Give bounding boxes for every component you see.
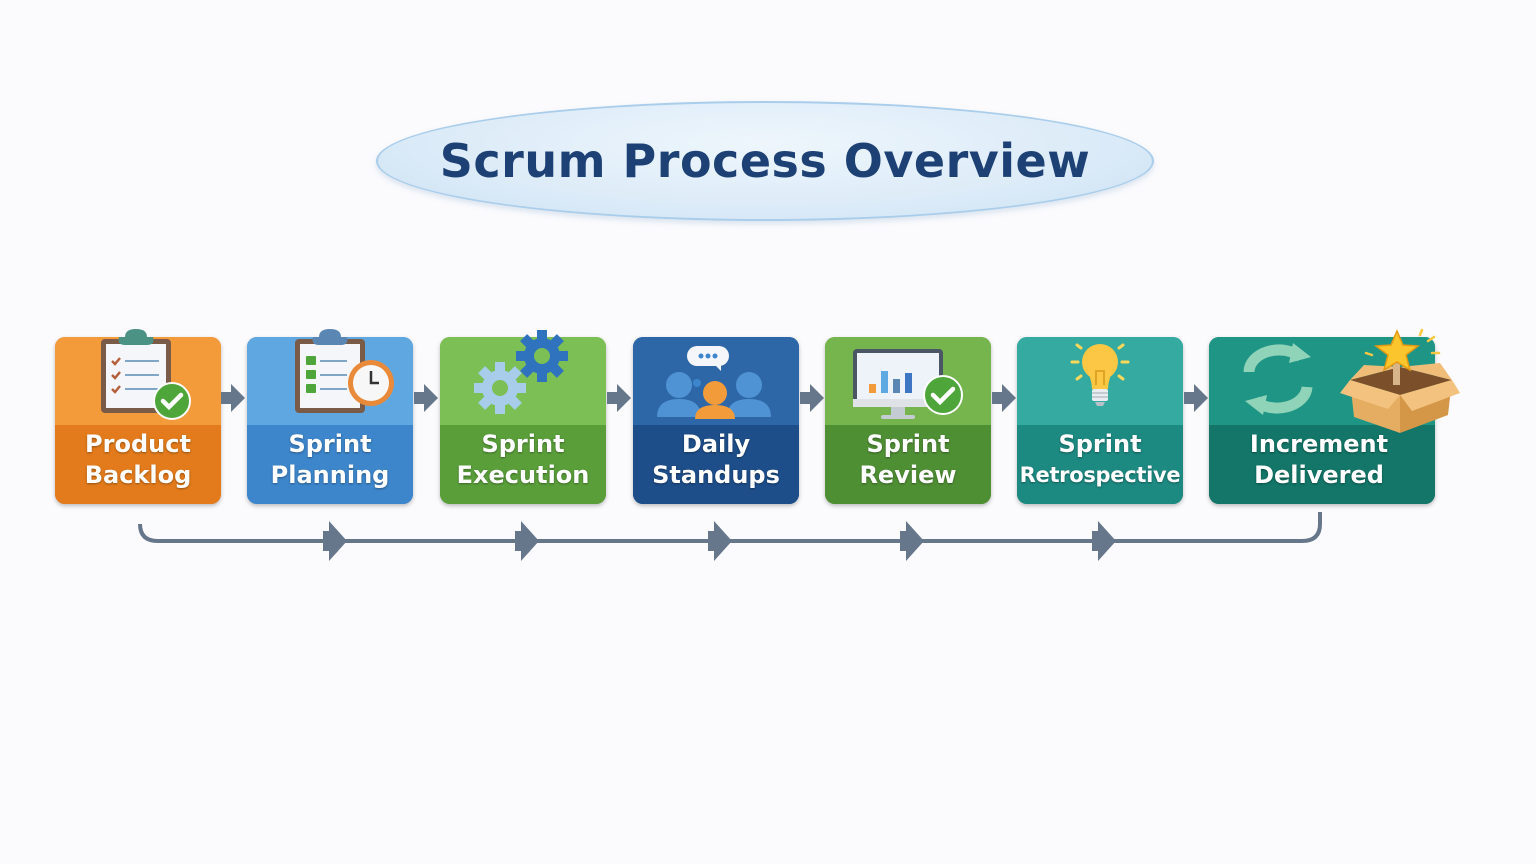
loop-line [138,512,1322,543]
step-bottom [1209,425,1435,504]
step-bottom [825,425,991,504]
arrow-right-icon [800,384,824,412]
page-title: Scrum Process Overview [439,134,1091,188]
loop-arrow-icon [900,521,924,561]
loop-arrow-icon [515,521,539,561]
clipboard-checklist-icon [101,329,191,420]
cycle-arrows-icon [1243,343,1313,415]
loop-arrow-icon [708,521,732,561]
step-bottom [440,425,606,504]
clipboard-clock-icon [295,329,394,413]
loop-arrow-icon [1092,521,1116,561]
step-bottom [55,425,221,504]
step-bottom [633,425,799,504]
team-chat-icon [657,346,771,419]
arrow-right-icon [414,384,438,412]
lightbulb-icon [1070,343,1130,406]
arrow-right-icon [607,384,631,412]
step-bottom [247,425,413,504]
title-banner: Scrum Process Overview [376,101,1154,221]
arrow-right-icon [992,384,1016,412]
loop-arrow-icon [323,521,347,561]
gears-icon [474,330,568,414]
open-box-star-icon [1340,328,1460,433]
monitor-chart-check-icon [853,349,963,419]
arrow-right-icon [1184,384,1208,412]
arrow-right-icon [221,384,245,412]
step-bottom [1017,425,1183,504]
